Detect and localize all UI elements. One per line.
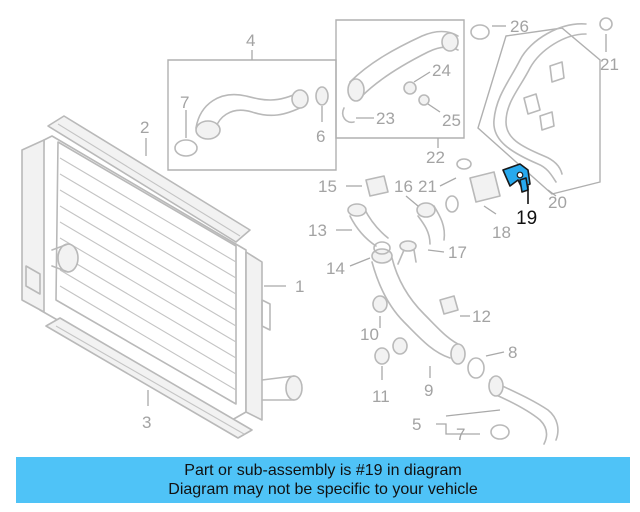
callout-3: 3 <box>142 413 151 432</box>
callout-22: 22 <box>426 148 445 167</box>
callout-12: 12 <box>472 307 491 326</box>
leader-17 <box>427 249 445 253</box>
leader-25 <box>427 103 441 113</box>
info-banner: Part or sub-assembly is #19 in diagram D… <box>16 457 630 503</box>
group-box-4 <box>167 59 337 171</box>
callout-6: 6 <box>316 127 325 146</box>
leader-5 <box>436 409 501 435</box>
charge-pipe-lower <box>347 158 559 445</box>
callout-15: 15 <box>318 177 337 196</box>
callout-17: 17 <box>448 243 467 262</box>
group-box-20 <box>477 27 601 195</box>
vacuum-pipe <box>493 23 587 183</box>
callout-8: 8 <box>508 343 517 362</box>
callout-18: 18 <box>492 223 511 242</box>
callout-13: 13 <box>308 221 327 240</box>
intercooler-core <box>21 115 303 439</box>
group-box-22 <box>335 19 465 139</box>
leader-8 <box>485 351 505 357</box>
leader-21-mid <box>439 177 457 187</box>
callout-5: 5 <box>412 415 421 434</box>
callout-2: 2 <box>140 118 149 137</box>
charge-hose-upper <box>174 86 329 157</box>
banner-line-2: Diagram may not be specific to your vehi… <box>168 481 478 498</box>
callout-21-mid: 21 <box>418 177 437 196</box>
leader-16 <box>405 195 419 207</box>
callout-20: 20 <box>548 193 567 212</box>
callout-25: 25 <box>442 111 461 130</box>
callout-1: 1 <box>295 277 304 296</box>
callout-14: 14 <box>326 259 345 278</box>
charge-hose-mid <box>341 30 459 124</box>
callout-7-upper: 7 <box>180 93 189 112</box>
callout-4: 4 <box>246 31 255 50</box>
callout-21-top: 21 <box>600 55 619 74</box>
banner-line-1: Part or sub-assembly is #19 in diagram <box>184 462 462 479</box>
callout-9: 9 <box>424 381 433 400</box>
callout-19: 19 <box>516 208 537 229</box>
bracket-19-highlight[interactable] <box>502 163 531 193</box>
clip-21-top <box>599 17 613 31</box>
callout-7-lower: 7 <box>456 425 465 444</box>
callout-11: 11 <box>372 387 390 406</box>
callout-16: 16 <box>394 177 413 196</box>
callout-10: 10 <box>360 325 379 344</box>
leader-14 <box>349 257 371 267</box>
o-ring-26 <box>470 24 490 40</box>
leader-20 <box>547 189 557 197</box>
leader-24 <box>413 71 431 83</box>
leader-18 <box>483 205 497 215</box>
parts-diagram: 1 2 3 4 5 6 7 7 8 9 10 11 12 13 14 15 16… <box>21 17 619 445</box>
callout-26: 26 <box>510 17 529 36</box>
callout-23: 23 <box>376 109 395 128</box>
callout-24: 24 <box>432 61 451 80</box>
